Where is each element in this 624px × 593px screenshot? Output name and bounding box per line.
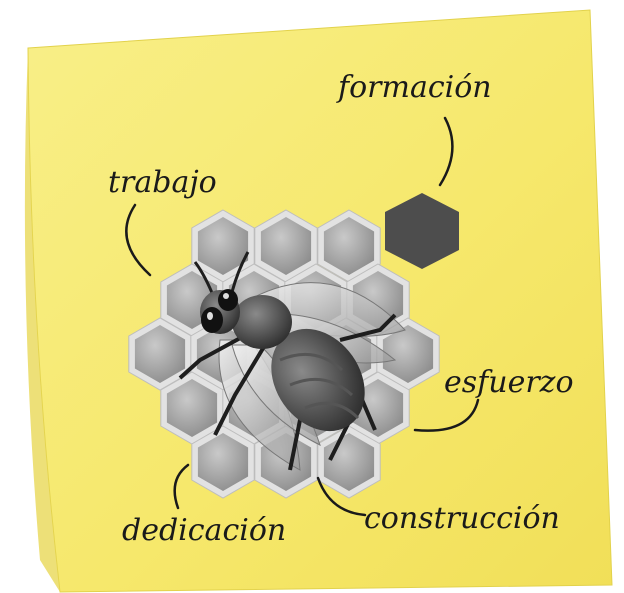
label-trabajo: trabajo — [108, 165, 217, 200]
label-construccion: construcción — [364, 501, 560, 536]
label-esfuerzo: esfuerzo — [444, 365, 574, 400]
label-dedicacion: dedicación — [122, 513, 286, 548]
label-formacion: formación — [336, 70, 492, 105]
